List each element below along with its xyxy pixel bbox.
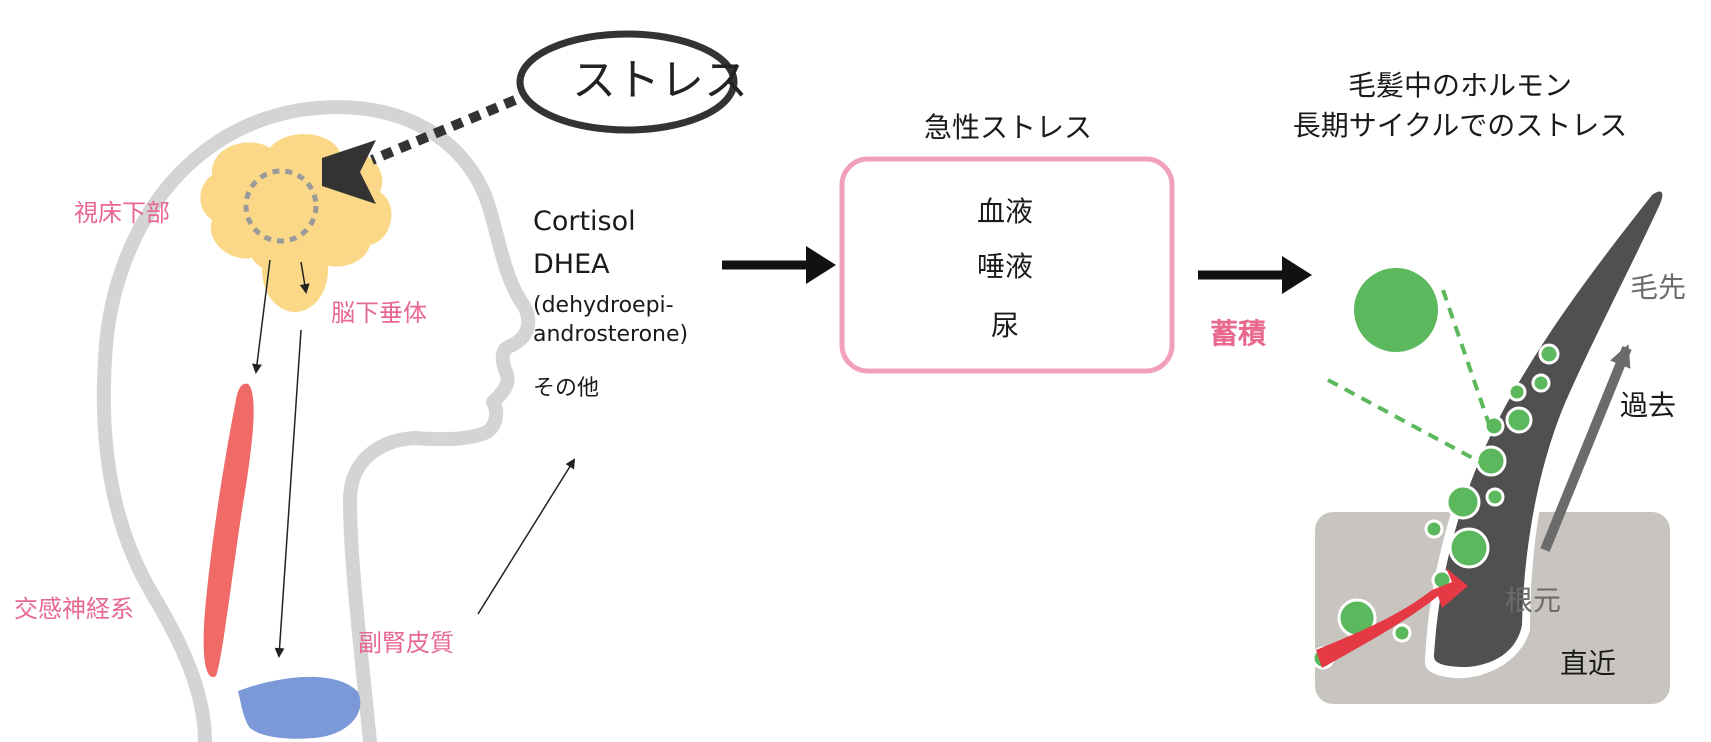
- pituitary-label: 脳下垂体: [331, 299, 427, 327]
- hair-shaft: [1433, 191, 1663, 668]
- sympathetic-label: 交感神経系: [14, 595, 134, 623]
- dot-dashed-line-1: [1441, 289, 1492, 428]
- stress-label: ストレス: [572, 55, 748, 106]
- sympathetic-nerve: [203, 383, 254, 677]
- dhea-full-line2: androsterone): [533, 322, 689, 347]
- arrow-hormones-to-acute-head: [806, 246, 836, 284]
- pituitary-gland: [262, 228, 328, 312]
- dhea-full-line1: (dehydroepi-: [533, 293, 674, 318]
- hair-title-line1: 毛髪中のホルモン: [1347, 69, 1572, 102]
- acute-stress-box: [839, 156, 1175, 374]
- stress-chevron-head: [322, 140, 376, 204]
- head-outline: [96, 100, 536, 742]
- hair-title-line2: 長期サイクルでのストレス: [1292, 109, 1628, 142]
- acute-stress-title: 急性ストレス: [923, 111, 1092, 144]
- hypothalamus-label: 視床下部: [74, 199, 170, 227]
- acute-item-saliva: 唾液: [976, 250, 1033, 283]
- hypothalamus-target-circle: [243, 168, 319, 244]
- arrow-to-nerve: [252, 259, 271, 374]
- adrenal-gland: [238, 676, 361, 739]
- hormone-dot-large: [1354, 268, 1438, 352]
- growth-arrow: [1540, 344, 1632, 552]
- acute-item-urine: 尿: [990, 309, 1019, 342]
- hair-hormone-dots: [1311, 343, 1560, 670]
- accumulate-label: 蓄積: [1210, 317, 1267, 350]
- past-label: 過去: [1620, 389, 1677, 422]
- red-uptake-arrow: [1316, 568, 1468, 668]
- acute-item-blood: 血液: [976, 195, 1033, 228]
- stress-dotted-arrow: [370, 95, 517, 165]
- arrow-to-adrenal: [274, 329, 302, 658]
- arrow-acute-to-hair-head: [1282, 256, 1312, 294]
- dot-dashed-line-2: [1327, 378, 1481, 464]
- hair-tip-label: 毛先: [1630, 271, 1687, 304]
- cortisol-label: Cortisol: [533, 206, 636, 237]
- adrenal-cortex-label: 副腎皮質: [358, 629, 454, 657]
- stress-ellipse: [516, 30, 738, 134]
- hair-root-label: 根元: [1505, 584, 1562, 617]
- arrow-adrenal-to-hormones: [477, 458, 576, 615]
- other-hormones-label: その他: [533, 376, 600, 401]
- arrow-to-pituitary: [299, 261, 310, 294]
- recent-label: 直近: [1560, 647, 1617, 680]
- dhea-label: DHEA: [533, 249, 610, 280]
